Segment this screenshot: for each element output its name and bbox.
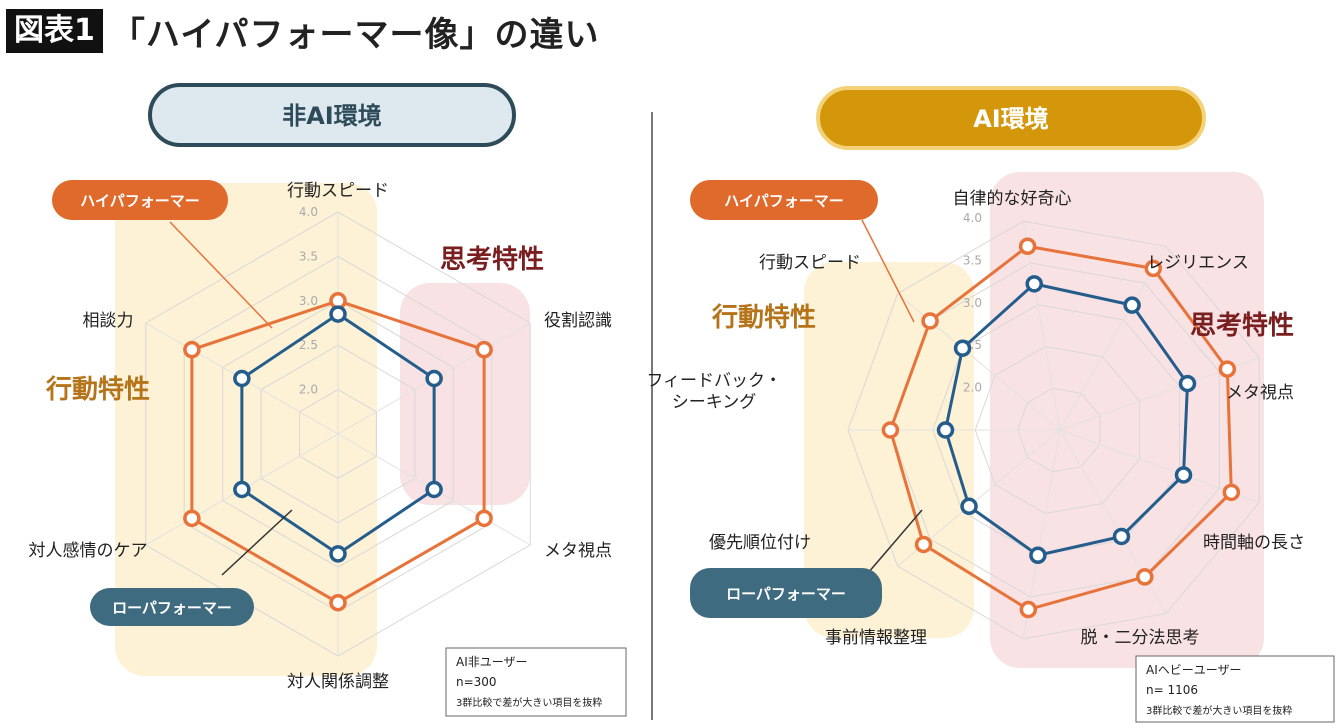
radial-tick-label: 3.5: [299, 249, 318, 263]
series-high-performer-point: [475, 509, 493, 528]
axis-label: 自律的な好奇心: [953, 189, 1072, 209]
low-tag-leader: [861, 509, 923, 581]
axis-label-line: シーキング: [672, 392, 757, 412]
axis-label: 相談力: [83, 311, 134, 331]
series-low-performer-point: [1178, 374, 1197, 393]
axis-label: メタ視点: [1226, 383, 1294, 403]
panel-divider: [651, 112, 653, 720]
note-box: [1135, 655, 1335, 723]
series-high-performer-point: [1144, 259, 1163, 278]
axis-label: メタ視点: [544, 541, 612, 561]
series-low-performer-point: [936, 421, 955, 439]
axis-label: 対人関係調整: [287, 672, 389, 692]
behavior-region-bg: [115, 183, 377, 676]
thinking-group-label: 思考特性: [440, 244, 544, 275]
panel-header-pill: [148, 83, 516, 147]
grid-spoke: [1059, 246, 1167, 431]
series-low-performer-point: [425, 480, 443, 499]
note-line: n= 1106: [1146, 683, 1198, 697]
radial-tick-label: 3.0: [963, 296, 982, 310]
low-performer-tag-label: ローパフォーマー: [726, 585, 846, 603]
series-low-performer-point: [1112, 527, 1131, 546]
high-tag-leader: [861, 219, 915, 323]
axis-label: 行動スピード: [759, 253, 861, 273]
axis-label: 時間軸の長さ: [1203, 533, 1305, 553]
grid-ring: [847, 220, 1260, 640]
series-high-performer-point: [1218, 360, 1237, 378]
axis-label: 事前情報整理: [825, 628, 927, 648]
grid-spoke: [1022, 221, 1061, 431]
low-performer-tag-label: ローパフォーマー: [112, 599, 232, 617]
axis-label-line: フィードバック・: [646, 371, 781, 391]
series-high-performer-point: [1019, 600, 1038, 619]
axis-label: フィードバック・シーキング: [646, 371, 781, 412]
series-high-performer-point: [183, 509, 201, 528]
series-high-performer-point: [183, 340, 201, 359]
behavior-group-label: 行動特性: [711, 302, 816, 333]
panel-header-label: 非AI環境: [282, 102, 382, 130]
thinking-region-bg: [990, 172, 1264, 668]
thinking-group-label: 思考特性: [1190, 310, 1294, 341]
series-high-performer-point: [1222, 483, 1241, 502]
behavior-group-label: 行動特性: [45, 374, 150, 405]
series-high-performer-point: [881, 421, 900, 439]
high-performer-tag: [690, 180, 878, 220]
high-tag-leader: [169, 221, 273, 329]
low-performer-tag: [90, 588, 254, 626]
figure-title-bar: 図表1 「ハイパフォーマー像」の違い: [6, 8, 600, 55]
series-low-performer-point: [1174, 466, 1193, 484]
high-performer-tag: [52, 180, 228, 220]
series-high-performer-point: [1136, 568, 1154, 586]
series-low-performer-point: [1029, 546, 1047, 565]
series-low-performer-point: [329, 305, 347, 323]
series-low-performer-point: [960, 497, 978, 516]
series-low-performer-point: [425, 369, 443, 388]
series-high-performer-point: [914, 535, 933, 554]
grid-ring: [974, 345, 1141, 515]
axis-label: 対人感情のケア: [29, 541, 148, 561]
series-high-performer-point: [1018, 237, 1037, 256]
thinking-region-bg: [400, 283, 530, 505]
radial-tick-label: 2.0: [299, 383, 318, 397]
figure-title: 「ハイパフォーマー像」の違い: [110, 14, 600, 55]
series-low-performer-point: [329, 545, 347, 563]
panel-header-pill: [816, 86, 1206, 150]
radial-tick-label: 3.0: [299, 294, 318, 308]
series-high-performer-point: [475, 340, 493, 359]
series-high-performer-point: [921, 312, 939, 330]
axis-label: 行動スピード: [287, 181, 389, 201]
radial-tick-label: 4.0: [299, 205, 318, 219]
series-high-performer-point: [329, 593, 347, 612]
note-line: AI非ユーザー: [456, 655, 528, 669]
note-line: AIヘビーユーザー: [1146, 663, 1242, 677]
axis-label: 脱・二分法思考: [1081, 628, 1200, 648]
series-low-performer-point: [233, 480, 251, 499]
high-performer-tag-label: ハイパフォーマー: [724, 192, 843, 210]
grid-ring: [932, 304, 1181, 556]
note-box: [445, 647, 627, 717]
figure-badge: 図表1: [6, 9, 103, 53]
low-performer-tag: [690, 568, 882, 618]
note-line: 3群比較で差が大きい項目を抜粋: [1146, 704, 1292, 717]
axis-label: 優先順位付け: [709, 533, 811, 553]
axis-label: 役割認識: [544, 311, 612, 331]
radial-tick-label: 4.0: [963, 211, 982, 225]
series-low-performer-point: [1025, 275, 1043, 293]
low-tag-leader: [221, 509, 293, 576]
panel-header-label: AI環境: [973, 105, 1049, 133]
series-low-performer-point: [233, 369, 251, 388]
radial-tick-label: 2.0: [963, 381, 982, 395]
note-line: 3群比較で差が大きい項目を抜粋: [456, 696, 602, 709]
high-performer-tag-label: ハイパフォーマー: [80, 192, 199, 210]
series-low-performer-point: [1123, 296, 1141, 314]
radial-tick-label: 3.5: [963, 253, 982, 267]
radial-tick-label: 2.5: [299, 338, 318, 352]
series-low-performer-line: [943, 282, 1190, 557]
grid-ring: [1017, 387, 1101, 473]
note-line: n=300: [456, 675, 497, 689]
series-low-performer-point: [953, 339, 972, 357]
series-high-performer-line: [888, 244, 1233, 612]
axis-label: レジリエンス: [1147, 253, 1249, 273]
